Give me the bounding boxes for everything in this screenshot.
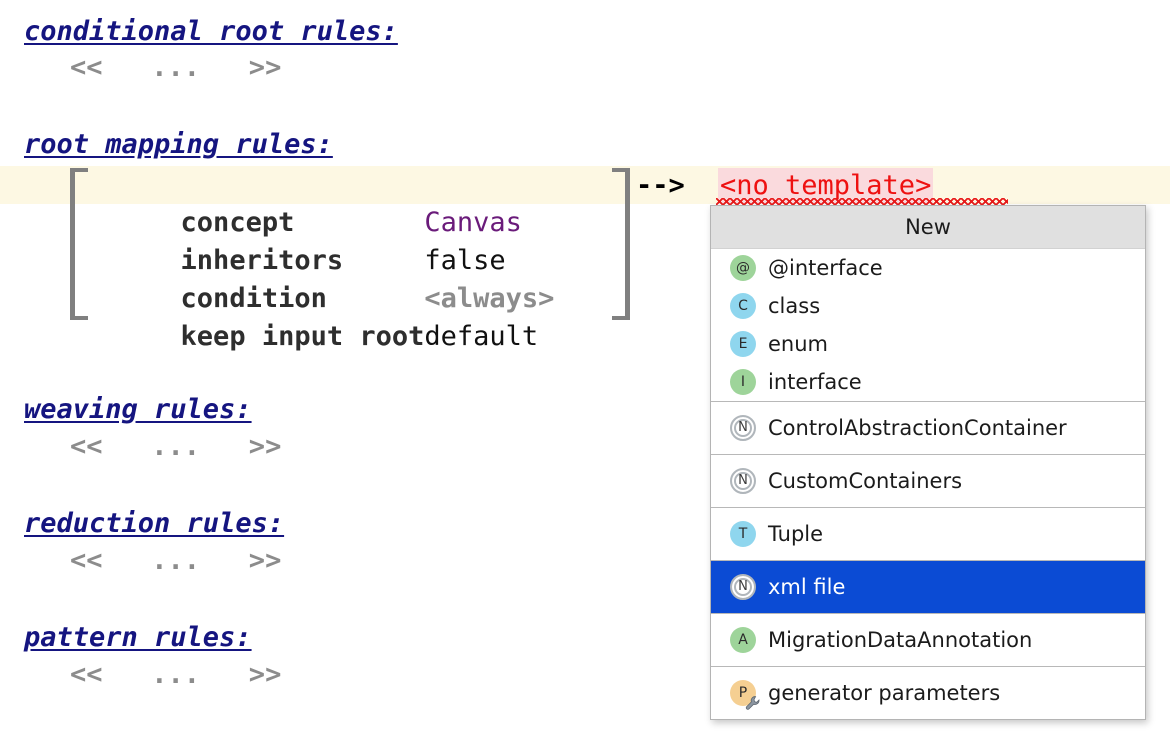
property-value-keep-input-root[interactable]: default bbox=[424, 321, 539, 352]
error-squiggle-underline bbox=[716, 198, 1008, 205]
property-label-concept: concept bbox=[180, 207, 425, 238]
bracket-left-icon bbox=[70, 168, 88, 320]
menu-item-label: @interface bbox=[768, 256, 883, 280]
tuple-icon: T bbox=[730, 521, 756, 547]
menu-item-label: Tuple bbox=[768, 522, 824, 546]
popup-title: New bbox=[711, 206, 1145, 249]
section-body-reduction-rules[interactable]: << ... >> bbox=[70, 545, 282, 576]
menu-item-tuple[interactable]: T Tuple bbox=[711, 507, 1145, 560]
section-body-conditional-root-rules[interactable]: << ... >> bbox=[70, 52, 282, 83]
property-value-concept[interactable]: Canvas bbox=[424, 207, 522, 238]
property-row-keep-input-root[interactable]: keep input rootdefault bbox=[83, 280, 539, 352]
current-row-highlight bbox=[0, 166, 1170, 204]
root-mapping-rule-block[interactable]: concept Canvas inheritors false conditio… bbox=[70, 166, 630, 352]
annotation-icon: A bbox=[730, 627, 756, 653]
node-icon: N bbox=[730, 574, 756, 600]
property-row-inheritors[interactable]: inheritors false bbox=[83, 204, 506, 276]
bracket-right-icon bbox=[612, 168, 630, 320]
section-header-weaving-rules[interactable]: weaving rules: bbox=[24, 394, 252, 425]
at-annotation-icon: @ bbox=[730, 255, 756, 281]
mapping-arrow-icon: --> bbox=[636, 170, 685, 201]
property-row-condition[interactable]: condition <always> bbox=[83, 242, 555, 314]
enum-icon: E bbox=[730, 331, 756, 357]
wrench-icon bbox=[745, 694, 761, 710]
section-body-weaving-rules[interactable]: << ... >> bbox=[70, 431, 282, 462]
node-icon: N bbox=[730, 468, 756, 494]
menu-item-controlabstractioncontainer[interactable]: N ControlAbstractionContainer bbox=[711, 401, 1145, 454]
section-header-reduction-rules[interactable]: reduction rules: bbox=[24, 508, 285, 539]
property-value-condition[interactable]: <always> bbox=[424, 283, 555, 314]
menu-item-label: CustomContainers bbox=[768, 469, 963, 493]
interface-icon: I bbox=[730, 369, 756, 395]
menu-item-label: class bbox=[768, 294, 821, 318]
menu-item-label: ControlAbstractionContainer bbox=[768, 416, 1067, 440]
section-header-conditional-root-rules[interactable]: conditional root rules: bbox=[24, 16, 398, 47]
menu-item-label: xml file bbox=[768, 575, 846, 599]
menu-item-interface[interactable]: @ @interface bbox=[711, 249, 1145, 287]
property-label-condition: condition bbox=[180, 283, 425, 314]
generator-parameters-icon: P bbox=[730, 680, 760, 710]
menu-item-migrationdataannotation[interactable]: A MigrationDataAnnotation bbox=[711, 613, 1145, 666]
menu-item-label: MigrationDataAnnotation bbox=[768, 628, 1033, 652]
node-icon: N bbox=[730, 415, 756, 441]
section-body-pattern-rules[interactable]: << ... >> bbox=[70, 659, 282, 690]
property-label-keep-input-root: keep input root bbox=[180, 321, 425, 352]
property-label-inheritors: inheritors bbox=[180, 245, 425, 276]
section-header-root-mapping-rules[interactable]: root mapping rules: bbox=[24, 129, 333, 160]
menu-item-customcontainers[interactable]: N CustomContainers bbox=[711, 454, 1145, 507]
menu-item-label: enum bbox=[768, 332, 828, 356]
class-icon: C bbox=[730, 293, 756, 319]
section-header-pattern-rules[interactable]: pattern rules: bbox=[24, 622, 252, 653]
menu-item-label: generator parameters bbox=[768, 681, 1001, 705]
property-row-concept[interactable]: concept Canvas bbox=[83, 166, 522, 238]
menu-item-label: interface bbox=[768, 370, 862, 394]
property-value-inheritors[interactable]: false bbox=[424, 245, 506, 276]
